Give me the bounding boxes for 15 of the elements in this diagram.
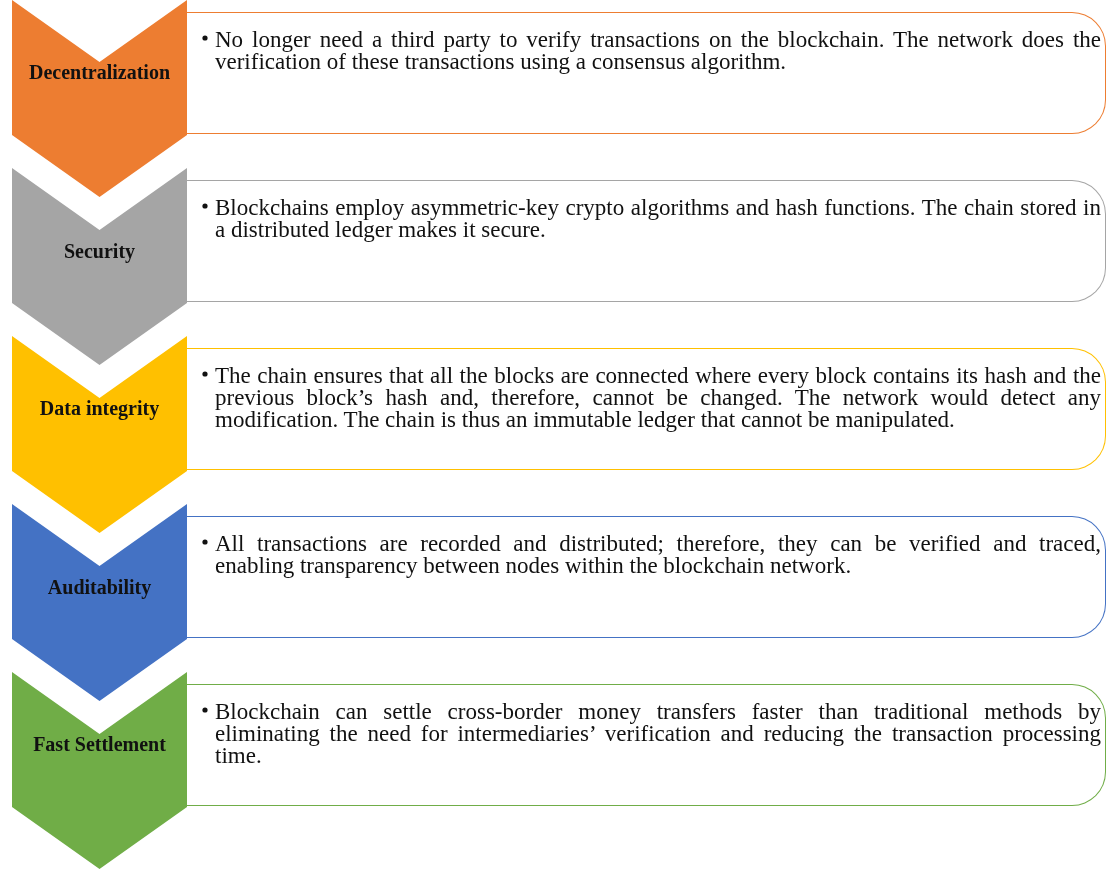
description-card <box>187 684 1106 806</box>
bullet-text: All transactions are recorded and distributed; therefore, they can be verified and traced, enabling transparency between nodes within the blockchain network. <box>215 533 1101 577</box>
heading-text: Security <box>62 240 137 263</box>
description-card <box>187 180 1106 302</box>
description-card <box>187 516 1106 638</box>
bullet-text: Blockchain can settle cross-border money transfers faster than traditional methods by eliminating the need for intermediaries’ verification and reducing the transaction processing time. <box>215 701 1101 767</box>
heading-text: Decentralization <box>27 61 172 84</box>
bullet-text: The chain ensures that all the blocks are connected where every block contains its hash and the previous block’s hash and, therefore, cannot be changed. The network would detect any modification. The chain is thus an immutable ledger that cannot be manipulated. <box>215 365 1101 431</box>
heading-text: Fast Settlement <box>32 733 167 756</box>
description-card <box>187 12 1106 134</box>
bullet-text: Blockchains employ asymmetric-key crypto algorithms and hash functions. The chain stored in a distributed ledger makes it secure. <box>215 197 1101 241</box>
heading-text: Auditability <box>46 576 153 599</box>
description-card <box>187 348 1106 470</box>
bullet-text: No longer need a third party to verify transactions on the blockchain. The network does the verification of these transactions using a consensus algorithm. <box>215 29 1101 73</box>
heading-text: Data integrity <box>38 397 161 420</box>
